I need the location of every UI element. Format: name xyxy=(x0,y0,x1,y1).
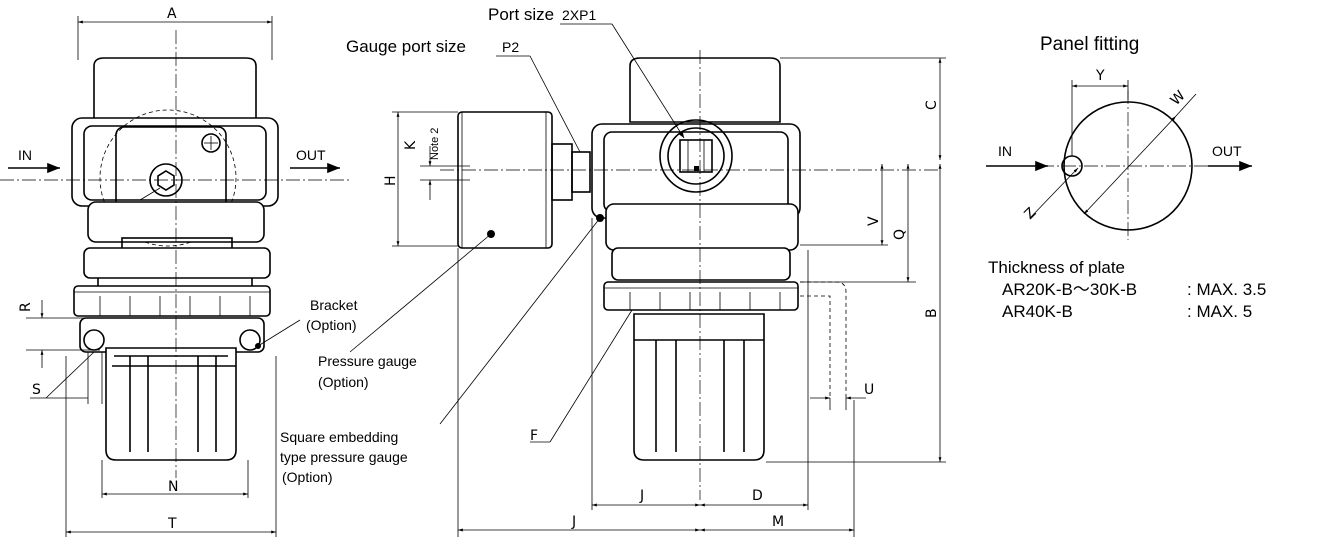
plate-thickness-model: AR40K-B xyxy=(1002,302,1073,321)
square-gauge-label-line2: type pressure gauge xyxy=(280,449,408,465)
plate-thickness-title: Thickness of plate xyxy=(988,258,1126,277)
plate-thickness-value: : MAX. 5 xyxy=(1187,302,1253,321)
plate-thickness-row: AR20K-B〜30K-B : MAX. 3.5 xyxy=(988,279,1266,301)
dim-Z: Z xyxy=(1022,205,1040,223)
front-view: A xyxy=(0,6,350,537)
panel-fitting-title: Panel fitting xyxy=(1040,34,1139,55)
bracket-label-line2: (Option) xyxy=(306,317,357,333)
dim-U: U xyxy=(864,382,874,398)
dim-S: S xyxy=(32,382,41,398)
plate-thickness-table: Thickness of plate AR20K-B〜30K-B : MAX. … xyxy=(988,257,1266,323)
dim-N: N xyxy=(168,479,178,495)
dim-Q: Q xyxy=(892,229,908,240)
square-gauge-label-line3: (Option) xyxy=(282,469,333,485)
dim-Y: Y xyxy=(1095,68,1105,84)
dim-F: F xyxy=(530,428,538,444)
dim-T: T xyxy=(167,516,177,532)
plate-thickness-model: AR20K-B〜30K-B xyxy=(1002,280,1138,299)
dim-M: M xyxy=(772,514,784,530)
note2-label: Note 2 xyxy=(429,128,441,160)
bracket-label-line1: Bracket xyxy=(310,297,358,313)
in-label: IN xyxy=(18,147,32,163)
dim-J-lower: J xyxy=(571,514,576,530)
dim-J-upper: J xyxy=(639,488,644,504)
panel-out-label: OUT xyxy=(1212,143,1242,159)
panel-fitting-view: Panel fitting Y W Z IN OUT xyxy=(986,34,1252,240)
gauge-port-size-value: P2 xyxy=(502,39,519,55)
plate-thickness-value: : MAX. 3.5 xyxy=(1187,280,1267,299)
pressure-gauge-label-line1: Pressure gauge xyxy=(318,353,417,369)
panel-in-label: IN xyxy=(998,143,1012,159)
gauge-port-size-label: Gauge port size xyxy=(346,37,466,56)
port-size-label: Port size xyxy=(488,5,554,24)
pressure-gauge-label-line2: (Option) xyxy=(318,374,369,390)
dim-D: D xyxy=(752,488,763,504)
dim-R: R xyxy=(18,302,34,312)
dim-H: H xyxy=(383,175,399,186)
square-gauge-label-line1: Square embedding xyxy=(280,429,398,445)
side-view: H K Note 2 xyxy=(346,5,946,537)
out-label: OUT xyxy=(296,147,326,163)
dim-B: B xyxy=(924,308,940,318)
dim-V: V xyxy=(866,216,882,226)
dim-C: C xyxy=(924,100,940,110)
dim-A: A xyxy=(167,6,177,22)
dim-K: K xyxy=(403,140,419,150)
port-size-value: 2XP1 xyxy=(562,7,596,23)
plate-thickness-row: AR40K-B : MAX. 5 xyxy=(988,301,1266,323)
